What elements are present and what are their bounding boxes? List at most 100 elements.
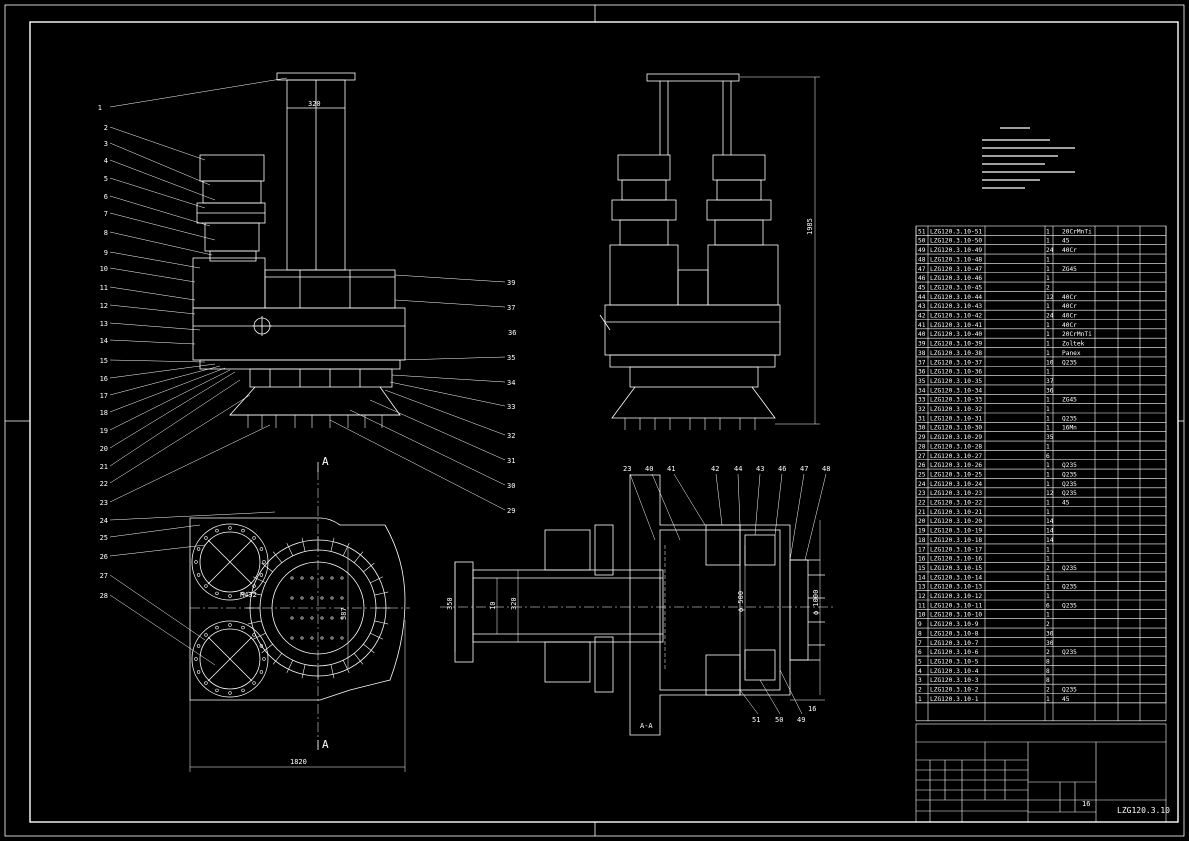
bom-cell-no: 11 bbox=[918, 602, 926, 609]
sheet-border bbox=[4, 4, 1185, 837]
small-flange-bolt bbox=[215, 625, 219, 630]
small-flange-bolt bbox=[241, 528, 245, 533]
plan-hole bbox=[310, 596, 314, 600]
bom-cell-no: 22 bbox=[918, 500, 926, 507]
bom-cell-code: LZG120.3.10-47 bbox=[930, 266, 982, 273]
bom-cell-code: LZG120.3.10-19 bbox=[930, 528, 982, 535]
bom-cell-mat: 40Cr bbox=[1062, 294, 1077, 301]
section-dimensions bbox=[454, 520, 825, 701]
front-right-leaders bbox=[329, 274, 506, 511]
title-block bbox=[915, 723, 1167, 823]
bom-cell-qty: 1 bbox=[1046, 500, 1050, 507]
front-view bbox=[192, 72, 406, 428]
bom-cell-mat: Q235 bbox=[1062, 481, 1077, 488]
bom-cell-mat: Q235 bbox=[1062, 687, 1077, 694]
callout-22: 22 bbox=[100, 480, 108, 488]
bom-cell-qty: 8 bbox=[1046, 668, 1050, 675]
sec-callout-50: 50 bbox=[775, 716, 783, 724]
bom-cell-no: 30 bbox=[918, 425, 926, 432]
small-flange-bolt bbox=[196, 670, 201, 674]
bom-cell-code: LZG120.3.10-48 bbox=[930, 256, 982, 263]
small-flange-bolt bbox=[196, 573, 201, 577]
plan-bolt bbox=[272, 551, 283, 563]
bom-cell-qty: 1 bbox=[1046, 556, 1050, 563]
small-flange-bolt bbox=[228, 691, 232, 695]
bom-cell-no: 26 bbox=[918, 462, 926, 469]
bom-cell-no: 8 bbox=[918, 630, 922, 637]
bom-cell-code: LZG120.3.10-35 bbox=[930, 378, 982, 385]
small-flange-bolt bbox=[241, 625, 245, 630]
bom-cell-qty: 1 bbox=[1046, 481, 1050, 488]
bom-cell-no: 2 bbox=[918, 687, 922, 694]
small-flange-bolt bbox=[204, 681, 208, 685]
dim-320: 320 bbox=[308, 100, 321, 108]
bom-cell-no: 49 bbox=[918, 247, 926, 254]
left-leaders bbox=[109, 77, 288, 666]
bom-cell-code: LZG120.3.10-12 bbox=[930, 593, 982, 600]
bom-cell-code: LZG120.3.10-31 bbox=[930, 415, 982, 422]
callout-10: 10 bbox=[100, 265, 108, 273]
bom-cell-code: LZG120.3.10-18 bbox=[930, 537, 982, 544]
sec-callout-44: 44 bbox=[734, 465, 742, 473]
bom-cell-code: LZG120.3.10-15 bbox=[930, 565, 982, 572]
callout-37: 37 bbox=[507, 304, 515, 312]
bom-cell-no: 21 bbox=[918, 509, 926, 516]
bom-cell-no: 7 bbox=[918, 640, 922, 647]
bom-cell-qty: 1 bbox=[1046, 406, 1050, 413]
plan-bolt bbox=[374, 620, 389, 625]
bom-cell-code: LZG120.3.10-9 bbox=[930, 621, 979, 628]
bom-cell-mat: Q235 bbox=[1062, 359, 1077, 366]
bom-cell-no: 51 bbox=[918, 228, 926, 235]
bom-cell-code: LZG120.3.10-25 bbox=[930, 471, 982, 478]
side-view-dimension bbox=[740, 76, 820, 425]
plan-bolt bbox=[370, 576, 383, 584]
bom-cell-no: 12 bbox=[918, 593, 926, 600]
plan-bolt bbox=[330, 537, 335, 552]
plan-hole bbox=[300, 616, 304, 620]
callout-11: 11 bbox=[100, 284, 108, 292]
callout-35: 35 bbox=[507, 354, 515, 362]
bom-cell-code: LZG120.3.10-6 bbox=[930, 649, 979, 656]
plan-hole bbox=[320, 636, 324, 640]
bom-cell-code: LZG120.3.10-23 bbox=[930, 490, 982, 497]
bom-cell-code: LZG120.3.10-39 bbox=[930, 341, 982, 348]
plan-hole bbox=[300, 576, 304, 580]
callout-30: 30 bbox=[507, 482, 515, 490]
bom-cell-no: 10 bbox=[918, 612, 926, 619]
bom-cell-no: 27 bbox=[918, 453, 926, 460]
bom-cell-qty: 2 bbox=[1046, 621, 1050, 628]
callout-1: 1 bbox=[98, 104, 102, 112]
sheet-number: 16 bbox=[1082, 800, 1090, 808]
small-flange-bolt bbox=[204, 633, 208, 637]
bom-cell-qty: 1 bbox=[1046, 612, 1050, 619]
bom-cell-no: 42 bbox=[918, 313, 926, 320]
bom-cell-no: 45 bbox=[918, 284, 926, 291]
bom-cell-qty: 30 bbox=[1046, 640, 1054, 647]
bom-cell-mat: Panex bbox=[1062, 350, 1081, 357]
bom-cell-no: 36 bbox=[918, 369, 926, 376]
bom-cell-no: 4 bbox=[918, 668, 922, 675]
callout-36: 36 bbox=[508, 329, 516, 337]
small-flange-bolt bbox=[252, 536, 256, 540]
plan-hole bbox=[330, 596, 334, 600]
bom-cell-code: LZG120.3.10-49 bbox=[930, 247, 982, 254]
callout-29: 29 bbox=[507, 507, 515, 515]
bom-cell-qty: 8 bbox=[1046, 677, 1050, 684]
sec-callout-40: 40 bbox=[645, 465, 653, 473]
sec-callout-51: 51 bbox=[752, 716, 760, 724]
bom-cell-code: LZG120.3.10-11 bbox=[930, 602, 982, 609]
bom-cell-qty: 1 bbox=[1046, 471, 1050, 478]
plan-radial-bolts bbox=[194, 526, 390, 695]
bom-cell-qty: 1 bbox=[1046, 509, 1050, 516]
bom-cell-mat: ZG45 bbox=[1062, 397, 1077, 404]
plan-hole bbox=[320, 616, 324, 620]
bom-cell-qty: 12 bbox=[1046, 294, 1054, 301]
bom-cell-no: 34 bbox=[918, 387, 926, 394]
bom-cell-code: LZG120.3.10-36 bbox=[930, 369, 982, 376]
bom-cell-no: 23 bbox=[918, 490, 926, 497]
callout-19: 19 bbox=[100, 427, 108, 435]
plan-bolt bbox=[353, 653, 364, 665]
bom-cell-mat: 45 bbox=[1062, 696, 1070, 703]
dim-1820: 1820 bbox=[290, 758, 307, 766]
bom-cell-qty: 1 bbox=[1046, 397, 1050, 404]
